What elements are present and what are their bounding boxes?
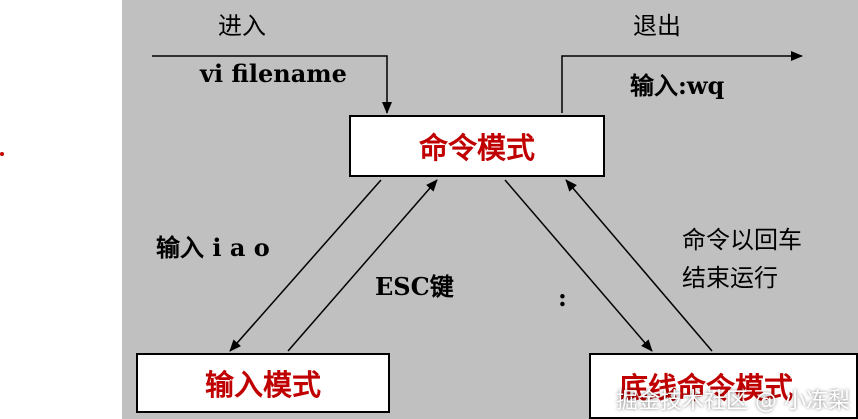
command-end-label-line1: 命令以回车 [682, 226, 802, 254]
stray-dot [0, 152, 4, 156]
insert-to-command-arrow [287, 179, 438, 352]
command-mode-label: 命令模式 [418, 131, 535, 165]
exit-label: 退出 [633, 12, 681, 40]
enter-arrow [152, 55, 392, 114]
input-wq-label: 输入:wq [630, 71, 725, 100]
command-to-insert-arrow [229, 179, 382, 352]
last-line-mode-label: 底线命令模式 [619, 371, 794, 405]
colon-label: : [558, 283, 567, 312]
lastline-to-command-arrow [565, 179, 713, 352]
vi-filename-label: vi filename [200, 59, 347, 88]
enter-label: 进入 [218, 12, 266, 40]
command-mode-box: 命令模式 [349, 115, 605, 177]
command-end-label-line2: 结束运行 [682, 264, 778, 292]
watermark: 掘金技术社区 @ 小冻梨 [616, 389, 850, 414]
insert-mode-label: 输入模式 [204, 368, 321, 402]
diagram-panel [122, 0, 858, 419]
input-iao-label: 输入 i a o [156, 233, 270, 262]
insert-mode-box: 输入模式 [136, 353, 390, 413]
last-line-mode-box: 底线命令模式 [589, 353, 858, 419]
command-to-lastline-arrow [504, 179, 653, 352]
esc-key-label: ESC键 [375, 272, 454, 301]
exit-arrow [561, 51, 803, 113]
